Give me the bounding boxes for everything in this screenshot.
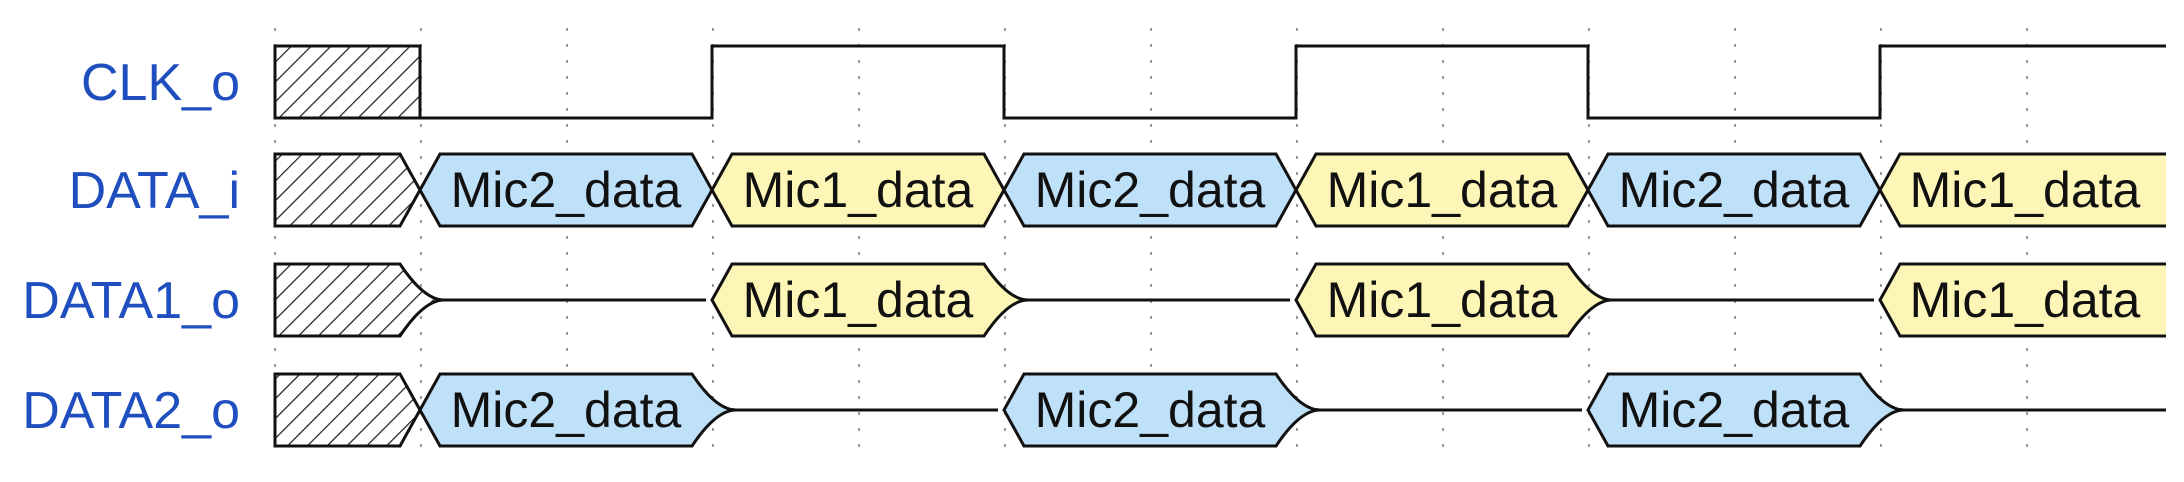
bus-value-label: Mic1_data — [1327, 162, 1558, 218]
bus-cell-outline — [1878, 262, 2166, 338]
bus-value-label: Mic2_data — [1619, 382, 1850, 438]
bus-value-label: Mic2_data — [451, 382, 682, 438]
bus-cell-fill — [1880, 264, 2166, 336]
signal-label-data1-o: DATA1_o — [22, 272, 240, 330]
trace-data1-o: Mic1_data Mic1_data Mic1_data — [273, 262, 2166, 338]
clock-waveform — [418, 44, 2166, 120]
bus-value-label: Mic1_data — [1910, 162, 2141, 218]
unknown-state-block — [273, 152, 422, 228]
trace-clk-o — [273, 44, 2166, 120]
bus-value-label: Mic1_data — [1327, 272, 1558, 328]
signal-label-data2-o: DATA2_o — [22, 382, 240, 440]
bus-cell-outline — [1878, 152, 2166, 228]
bus-value-label: Mic2_data — [451, 162, 682, 218]
bus-value-label: Mic1_data — [1910, 272, 2141, 328]
bus-cell-fill — [1880, 154, 2166, 226]
bus-value-label: Mic2_data — [1619, 162, 1850, 218]
bus-value-label: Mic2_data — [1035, 162, 1266, 218]
signal-label-data-i: DATA_i — [69, 162, 240, 220]
unknown-state-block — [273, 262, 445, 338]
trace-data-i: Mic2_data Mic1_data Mic2_data Mic1_data Mic2… — [273, 152, 2166, 228]
unknown-state-block — [273, 44, 422, 120]
bus-value-label: Mic1_data — [743, 162, 974, 218]
unknown-state-block — [273, 372, 422, 448]
bus-value-label: Mic2_data — [1035, 382, 1266, 438]
bus-value-label: Mic1_data — [743, 272, 974, 328]
signal-label-clk-o: CLK_o — [81, 54, 240, 112]
trace-data2-o: Mic2_data Mic2_data Mic2_data — [273, 372, 2166, 448]
